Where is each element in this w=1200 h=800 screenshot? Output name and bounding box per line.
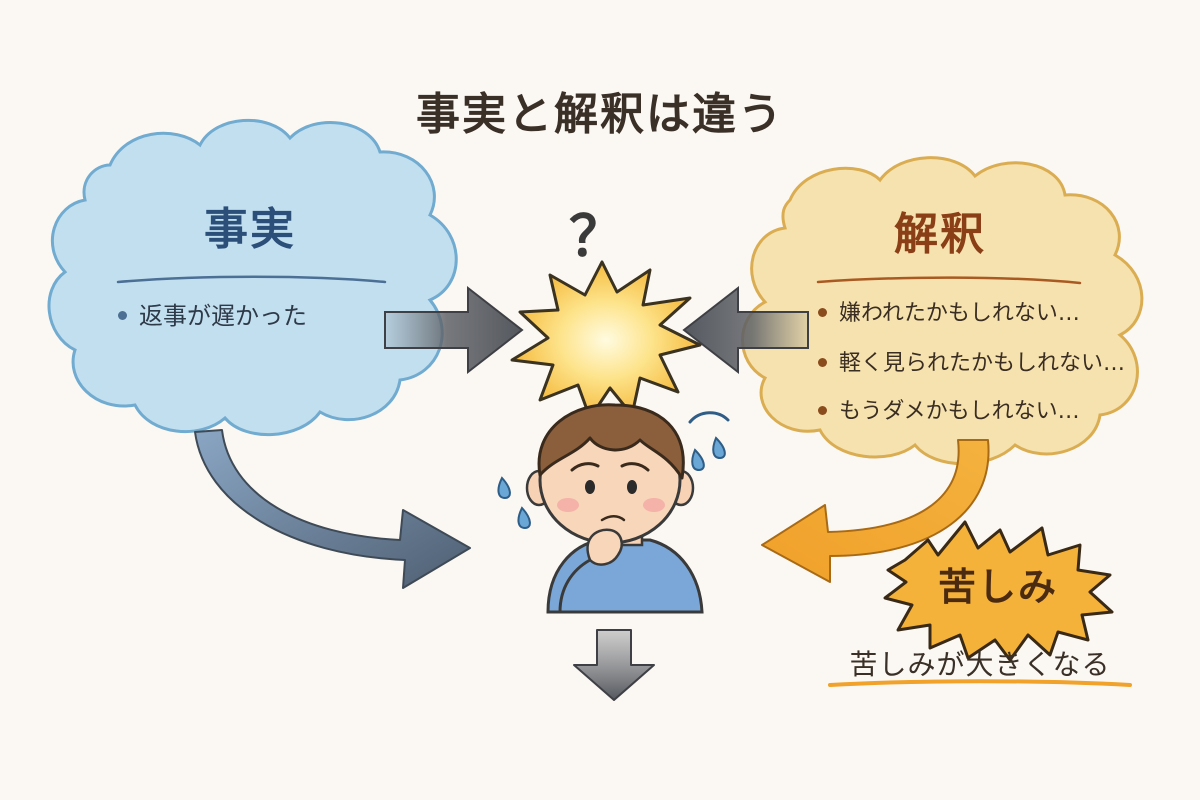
- fact-cloud-icon: [47, 118, 458, 437]
- interpretation-list-item: もうダメかもしれない…: [818, 393, 1080, 425]
- burst-icon: [510, 260, 702, 420]
- interpretation-heading: 解釈: [894, 209, 986, 260]
- fact-divider: [116, 275, 387, 284]
- suffering-burst-icon: [883, 520, 1114, 662]
- fact-to-person-arrow-icon: [194, 429, 471, 589]
- interpretation-divider: [816, 276, 1082, 285]
- bullet-icon: [818, 307, 827, 317]
- question-mark-icon: ？: [569, 205, 625, 270]
- interpretation-list-item-text: もうダメかもしれない…: [839, 399, 1080, 424]
- fact-to-burst-arrow-icon: [384, 285, 524, 375]
- interpretation-to-burst-arrow-icon: [682, 285, 809, 375]
- page-title: 事実と解釈は違う: [416, 89, 784, 140]
- interpretation-list-item-text: 嫌われたかもしれない…: [839, 301, 1080, 326]
- worried-person-icon: [525, 403, 704, 614]
- sweat-drop-icon: [497, 411, 730, 530]
- fact-heading: 事実: [204, 204, 296, 255]
- caption-underline: [828, 679, 1132, 687]
- down-arrow-icon: [573, 629, 655, 701]
- interpretation-list-item-text: 軽く見られたかもしれない…: [839, 351, 1126, 376]
- fact-list-item: 返事が遅かった: [118, 296, 307, 331]
- suffering-label: 苦しみ: [937, 565, 1058, 609]
- bullet-icon: [818, 405, 827, 415]
- bullet-icon: [118, 310, 127, 320]
- interpretation-list-item: 軽く見られたかもしれない…: [818, 345, 1125, 377]
- interpretation-list-item: 嫌われたかもしれない…: [818, 295, 1080, 327]
- bullet-icon: [818, 357, 827, 367]
- fact-list-item-text: 返事が遅かった: [139, 302, 307, 330]
- interpretation-to-person-arrow-icon: [761, 439, 990, 583]
- suffering-caption: 苦しみが大きくなる: [849, 648, 1111, 681]
